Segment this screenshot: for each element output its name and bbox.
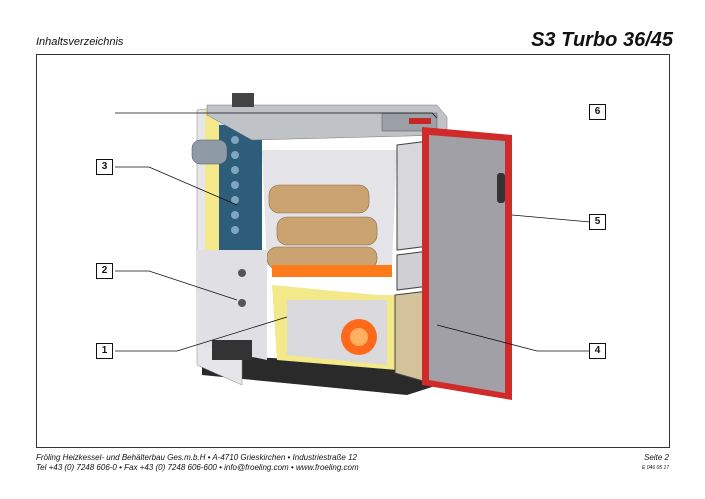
callout-1: 1 — [96, 343, 113, 359]
document-code: E 046 05 17 — [642, 465, 669, 471]
callout-6: 6 — [589, 104, 606, 120]
footer-contact: Tel +43 (0) 7248 606-0 • Fax +43 (0) 724… — [36, 463, 359, 472]
callout-leader-lines — [115, 112, 591, 352]
callout-3: 3 — [96, 159, 113, 175]
boiler-illustration-frame — [36, 54, 670, 448]
callout-5: 5 — [589, 214, 606, 230]
page-number: Seite 2 — [644, 453, 669, 462]
callout-2: 2 — [96, 263, 113, 279]
header-section: Inhaltsverzeichnis — [36, 36, 124, 48]
page-title: S3 Turbo 36/45 — [531, 29, 673, 51]
boiler-cutaway-illustration — [191, 93, 512, 400]
callout-4: 4 — [589, 343, 606, 359]
footer-company: Fröling Heizkessel- und Behälterbau Ges.… — [36, 453, 358, 462]
